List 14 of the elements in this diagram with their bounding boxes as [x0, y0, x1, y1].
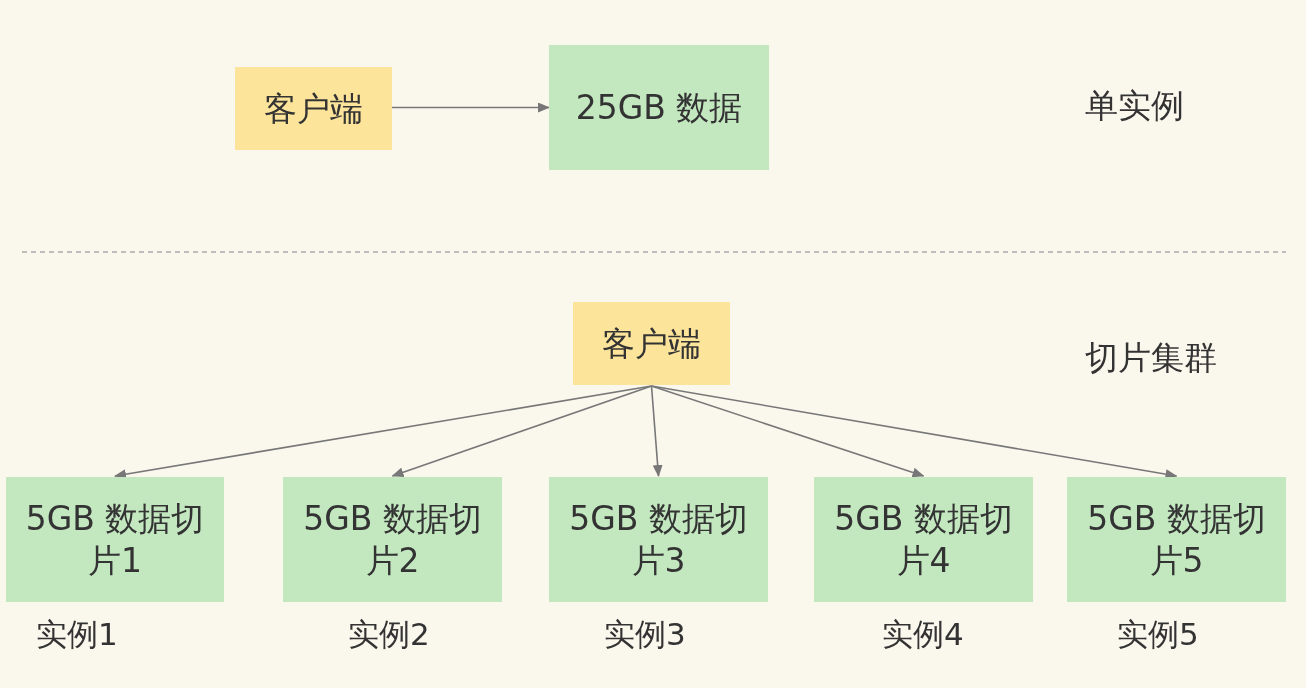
- arrow: [650, 385, 663, 477]
- section-label: 单实例: [1085, 85, 1184, 127]
- instance-caption: 实例1: [36, 615, 118, 654]
- arrow: [650, 385, 1178, 480]
- data-box: 25GB 数据: [549, 45, 769, 170]
- client-box: 客户端: [573, 302, 730, 385]
- arrow: [391, 102, 550, 113]
- instance-caption: 实例2: [348, 615, 430, 654]
- arrow: [391, 385, 653, 478]
- client-box: 客户端: [235, 67, 392, 150]
- section-label: 切片集群: [1085, 337, 1217, 379]
- instance-caption: 实例3: [604, 615, 686, 654]
- instance-caption: 实例5: [1117, 615, 1199, 654]
- instance-caption: 实例4: [882, 615, 964, 654]
